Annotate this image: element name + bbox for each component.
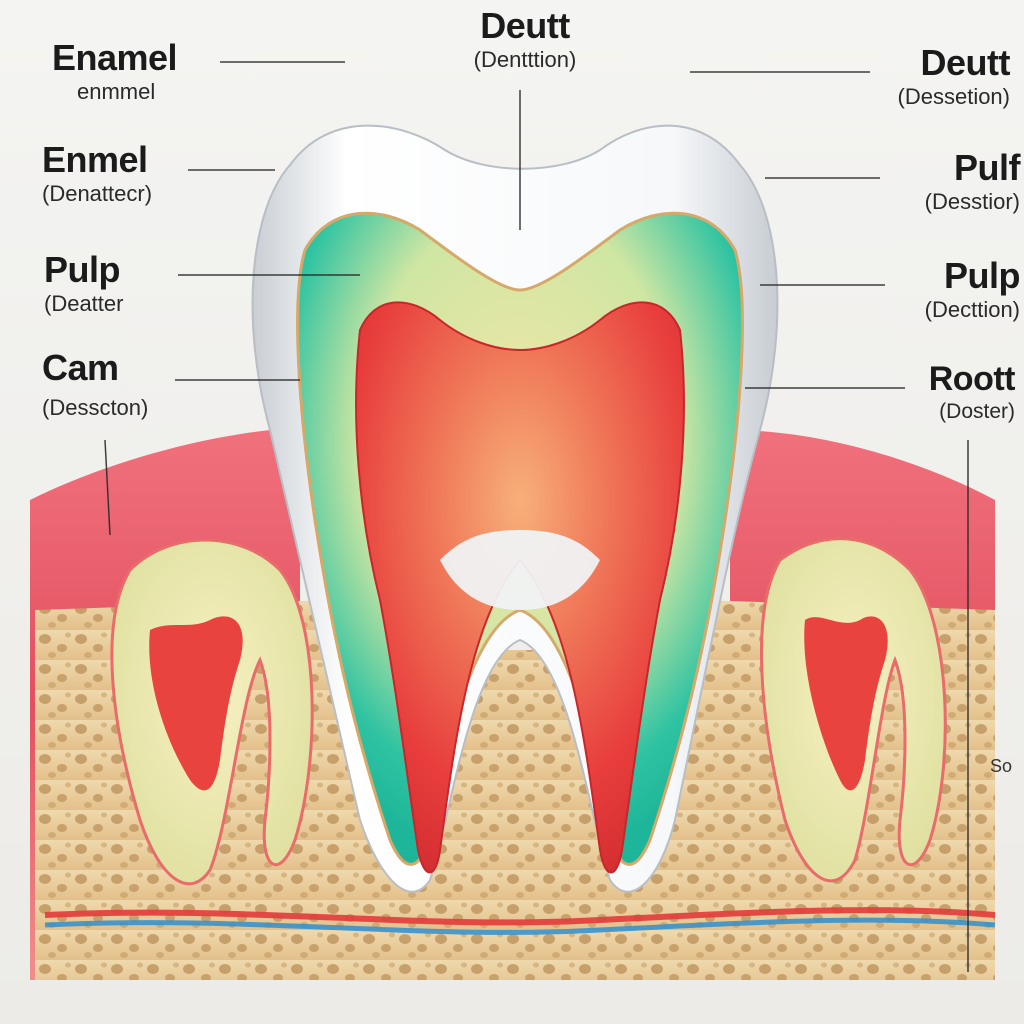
label-left-1-title: Enamel <box>52 37 178 78</box>
label-right-1-title: Deutt <box>920 42 1011 83</box>
edge-text-partial: So <box>990 756 1013 776</box>
label-left-3: Pulp (Deatter <box>44 252 123 316</box>
label-left-4-title: Cam <box>42 347 119 388</box>
label-right-4-sub: (Doster) <box>939 400 1015 423</box>
label-left-2: Enmel (Denattecr) <box>42 142 152 206</box>
label-left-3-title: Pulp <box>44 249 121 290</box>
nerve-artery-line <box>44 907 996 926</box>
label-right-3-sub: (Decttion) <box>924 297 1020 322</box>
root-canal-split <box>440 530 600 610</box>
label-left-1: Enamel enmmel <box>52 37 178 104</box>
label-top-center-sub: (Dentttion) <box>473 47 577 72</box>
label-top-center: Deutt (Dentttion) <box>440 8 610 72</box>
label-right-4: Roott (Doster) <box>860 360 1016 423</box>
label-right-4-title: Roott <box>928 360 1016 398</box>
label-right-1: Deutt (Dessetion) <box>840 42 1011 109</box>
label-left-3-sub: (Deatter <box>44 291 124 316</box>
label-left-4-sub: (Desscton) <box>42 395 149 420</box>
label-right-1-sub: (Dessetion) <box>897 84 1010 109</box>
label-left-4: Cam (Desscton) <box>42 350 148 420</box>
label-right-2-title: Pulf <box>954 147 1021 188</box>
vein-line <box>44 917 996 935</box>
label-right-3-title: Pulp <box>944 255 1021 296</box>
right-adjacent-tooth-pulp <box>804 616 888 791</box>
label-right-2: Pulf (Desstior) <box>840 147 1021 214</box>
leader-line-left-vertical <box>104 439 111 536</box>
label-right-2-sub: (Desstior) <box>924 189 1020 214</box>
label-left-2-sub: (Denattecr) <box>42 181 153 206</box>
left-adjacent-tooth-pulp <box>149 616 243 791</box>
label-right-3: Pulp (Decttion) <box>840 255 1021 322</box>
leader-lines <box>104 61 969 972</box>
label-left-1-sub: enmmel <box>77 79 156 104</box>
label-top-center-title: Deutt <box>480 5 570 46</box>
main-tooth-pulp <box>355 301 685 874</box>
label-left-2-title: Enmel <box>42 139 148 180</box>
